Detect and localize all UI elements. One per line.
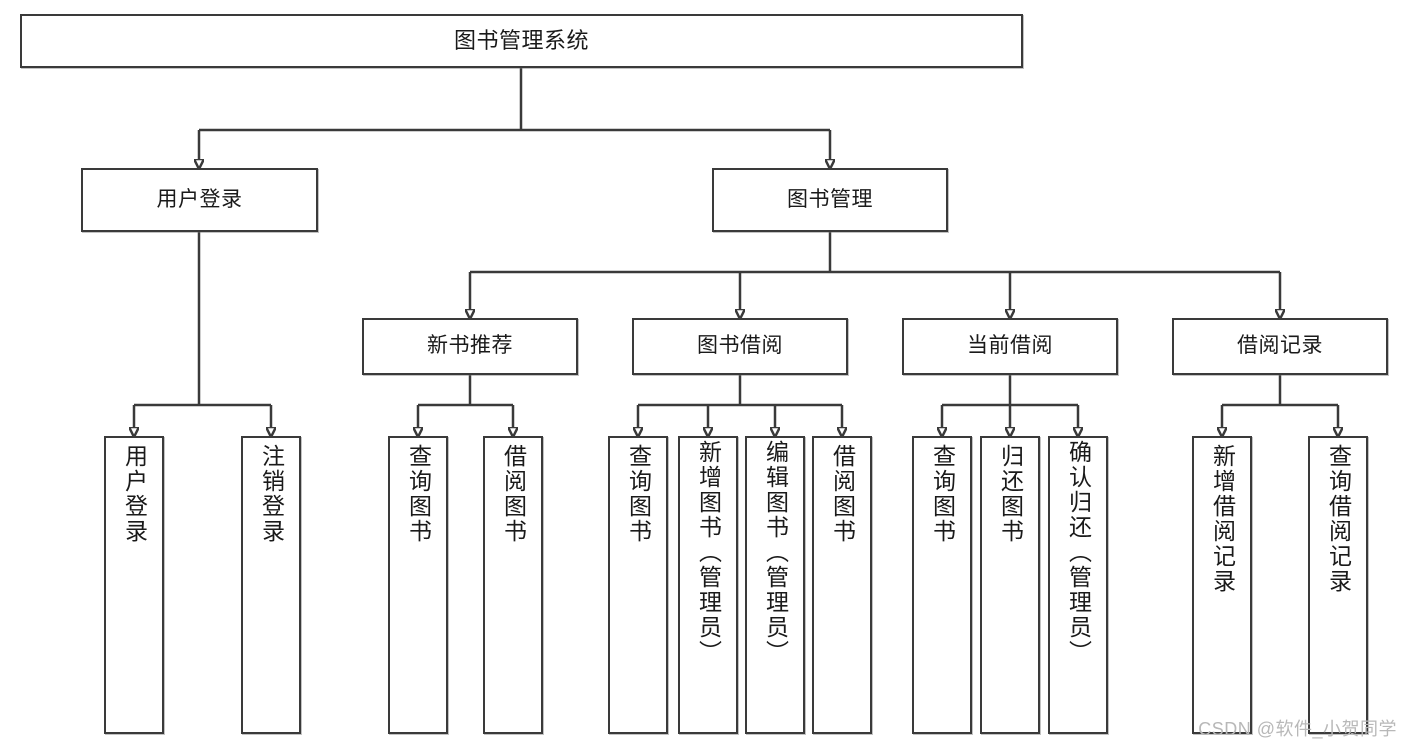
leaf-confirm-return-admin[interactable]: 确认归还（管理员） [1048, 436, 1108, 734]
node-label: 确认归还（管理员） [1065, 440, 1092, 665]
leaf-add-book-admin[interactable]: 新增图书（管理员） [678, 436, 738, 734]
node-user-login[interactable]: 用户登录 [81, 168, 318, 232]
leaf-borrow-book-recommend[interactable]: 借阅图书 [483, 436, 543, 734]
leaf-query-borrow-record[interactable]: 查询借阅记录 [1308, 436, 1368, 734]
node-current-borrow[interactable]: 当前借阅 [902, 318, 1118, 375]
node-book-management[interactable]: 图书管理 [712, 168, 948, 232]
leaf-add-borrow-record[interactable]: 新增借阅记录 [1192, 436, 1252, 734]
node-label: 查询借阅记录 [1325, 444, 1352, 594]
node-label: 用户登录 [156, 187, 243, 211]
leaf-query-book-recommend[interactable]: 查询图书 [388, 436, 448, 734]
node-label: 新增图书（管理员） [695, 440, 722, 665]
node-book-borrow[interactable]: 图书借阅 [632, 318, 848, 375]
node-label: 图书借阅 [697, 334, 783, 358]
node-label: 图书管理 [787, 187, 873, 211]
node-label: 注销登录 [258, 444, 285, 544]
leaf-borrow-book[interactable]: 借阅图书 [812, 436, 872, 734]
node-label: 新书推荐 [427, 334, 513, 358]
leaf-return-book[interactable]: 归还图书 [980, 436, 1040, 734]
leaf-user-login[interactable]: 用户登录 [104, 436, 164, 734]
node-label: 查询图书 [625, 444, 652, 544]
node-root-system[interactable]: 图书管理系统 [20, 14, 1023, 68]
node-label: 图书管理系统 [453, 27, 589, 53]
node-label: 编辑图书（管理员） [762, 440, 789, 665]
leaf-query-book-borrow[interactable]: 查询图书 [608, 436, 668, 734]
node-label: 查询图书 [405, 444, 432, 544]
leaf-logout[interactable]: 注销登录 [241, 436, 301, 734]
leaf-edit-book-admin[interactable]: 编辑图书（管理员） [745, 436, 805, 734]
node-label: 借阅记录 [1237, 334, 1323, 358]
node-label: 归还图书 [997, 444, 1024, 544]
node-label: 当前借阅 [967, 334, 1053, 358]
node-label: 新增借阅记录 [1209, 444, 1236, 594]
leaf-query-book-current[interactable]: 查询图书 [912, 436, 972, 734]
node-label: 用户登录 [121, 444, 148, 544]
node-label: 查询图书 [929, 444, 956, 544]
node-label: 借阅图书 [829, 444, 856, 544]
node-borrow-record[interactable]: 借阅记录 [1172, 318, 1388, 375]
node-new-book-recommend[interactable]: 新书推荐 [362, 318, 578, 375]
node-label: 借阅图书 [500, 444, 527, 544]
